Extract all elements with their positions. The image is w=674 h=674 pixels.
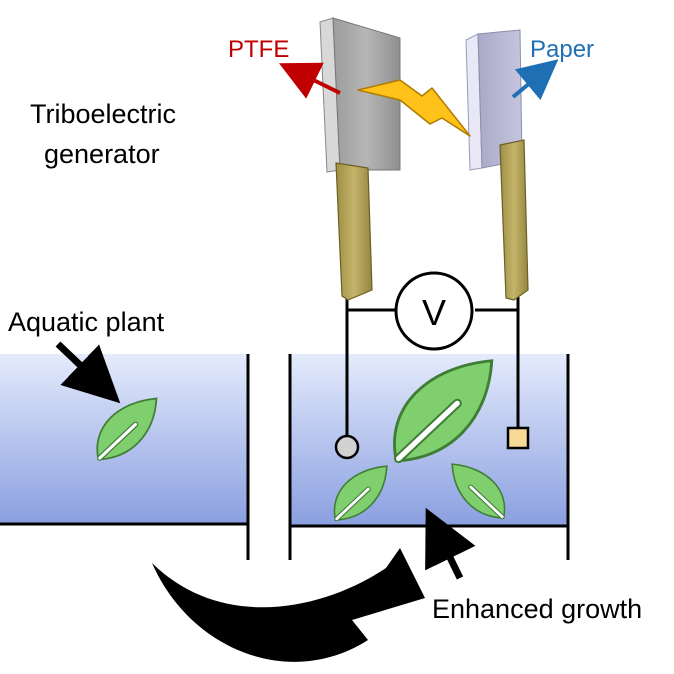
right-electrode-tape (499, 139, 529, 301)
right-tank (288, 354, 570, 560)
voltmeter-label: V (422, 292, 446, 333)
aquatic-plant-label: Aquatic plant (8, 307, 165, 337)
lightning-bolt-icon (357, 79, 471, 137)
paper-arrow (511, 59, 559, 101)
ptfe-label: PTFE (228, 36, 289, 63)
enhanced-growth-arrow (425, 507, 476, 580)
paper-plate (465, 29, 523, 171)
left-electrode-tape (335, 162, 373, 301)
voltmeter: V (394, 271, 474, 351)
generator-label-line1: Triboelectric (30, 99, 176, 129)
electrode-square (506, 426, 530, 450)
left-tank (0, 354, 250, 560)
paper-label: Paper (530, 36, 594, 63)
curved-arrow-icon (152, 548, 425, 662)
enhanced-growth-label: Enhanced growth (432, 594, 642, 624)
electrode-circle (334, 434, 360, 460)
ptfe-arrow (279, 62, 341, 99)
ptfe-plate (319, 17, 401, 173)
generator-label-line2: generator (44, 139, 160, 169)
aquatic-plant-arrow (55, 341, 121, 404)
